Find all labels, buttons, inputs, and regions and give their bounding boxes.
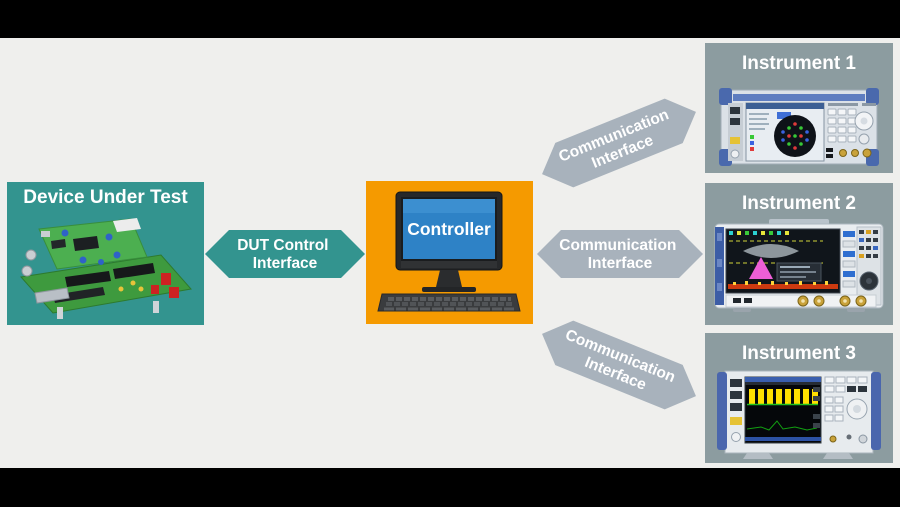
connector-arrows-layer: DUT Control Interface Communication Inte… — [205, 98, 703, 410]
letterbox-top — [0, 0, 900, 38]
svg-text:Communication Interf: Communication Interface — [559, 237, 680, 272]
dut-box: Device Under Test — [7, 182, 204, 325]
oscilloscope-icon — [714, 219, 884, 312]
communication-interface-arrow-1: Communication Interface — [542, 98, 696, 188]
diagram-area: Device Under Test — [0, 38, 900, 468]
dut-label: Device Under Test — [23, 187, 188, 208]
svg-text:DUT Control Interfac: DUT Control Interface — [237, 237, 333, 272]
desktop-computer-icon: Controller — [377, 191, 521, 312]
communication-interface-arrow-3: Communication Interface — [542, 320, 696, 410]
instrument-2-box: Instrument 2 — [705, 183, 893, 325]
instrument-3-label: Instrument 3 — [741, 343, 857, 364]
communication-interface-arrow-2: Communication Interface — [537, 230, 703, 278]
signal-generator-icon — [719, 88, 879, 166]
circuit-board-icon — [20, 218, 192, 319]
letterbox-bottom — [0, 468, 900, 507]
instrument-3-box: Instrument 3 — [705, 333, 893, 463]
instrument-2-label: Instrument 2 — [741, 193, 857, 214]
controller-box: Controller — [366, 181, 533, 324]
spectrum-analyzer-icon — [717, 370, 881, 459]
instrument-1-box: Instrument 1 — [705, 43, 893, 173]
controller-label: Controller — [407, 219, 491, 239]
instrument-1-label: Instrument 1 — [741, 53, 857, 74]
dut-control-interface-arrow: DUT Control Interface — [205, 230, 365, 278]
